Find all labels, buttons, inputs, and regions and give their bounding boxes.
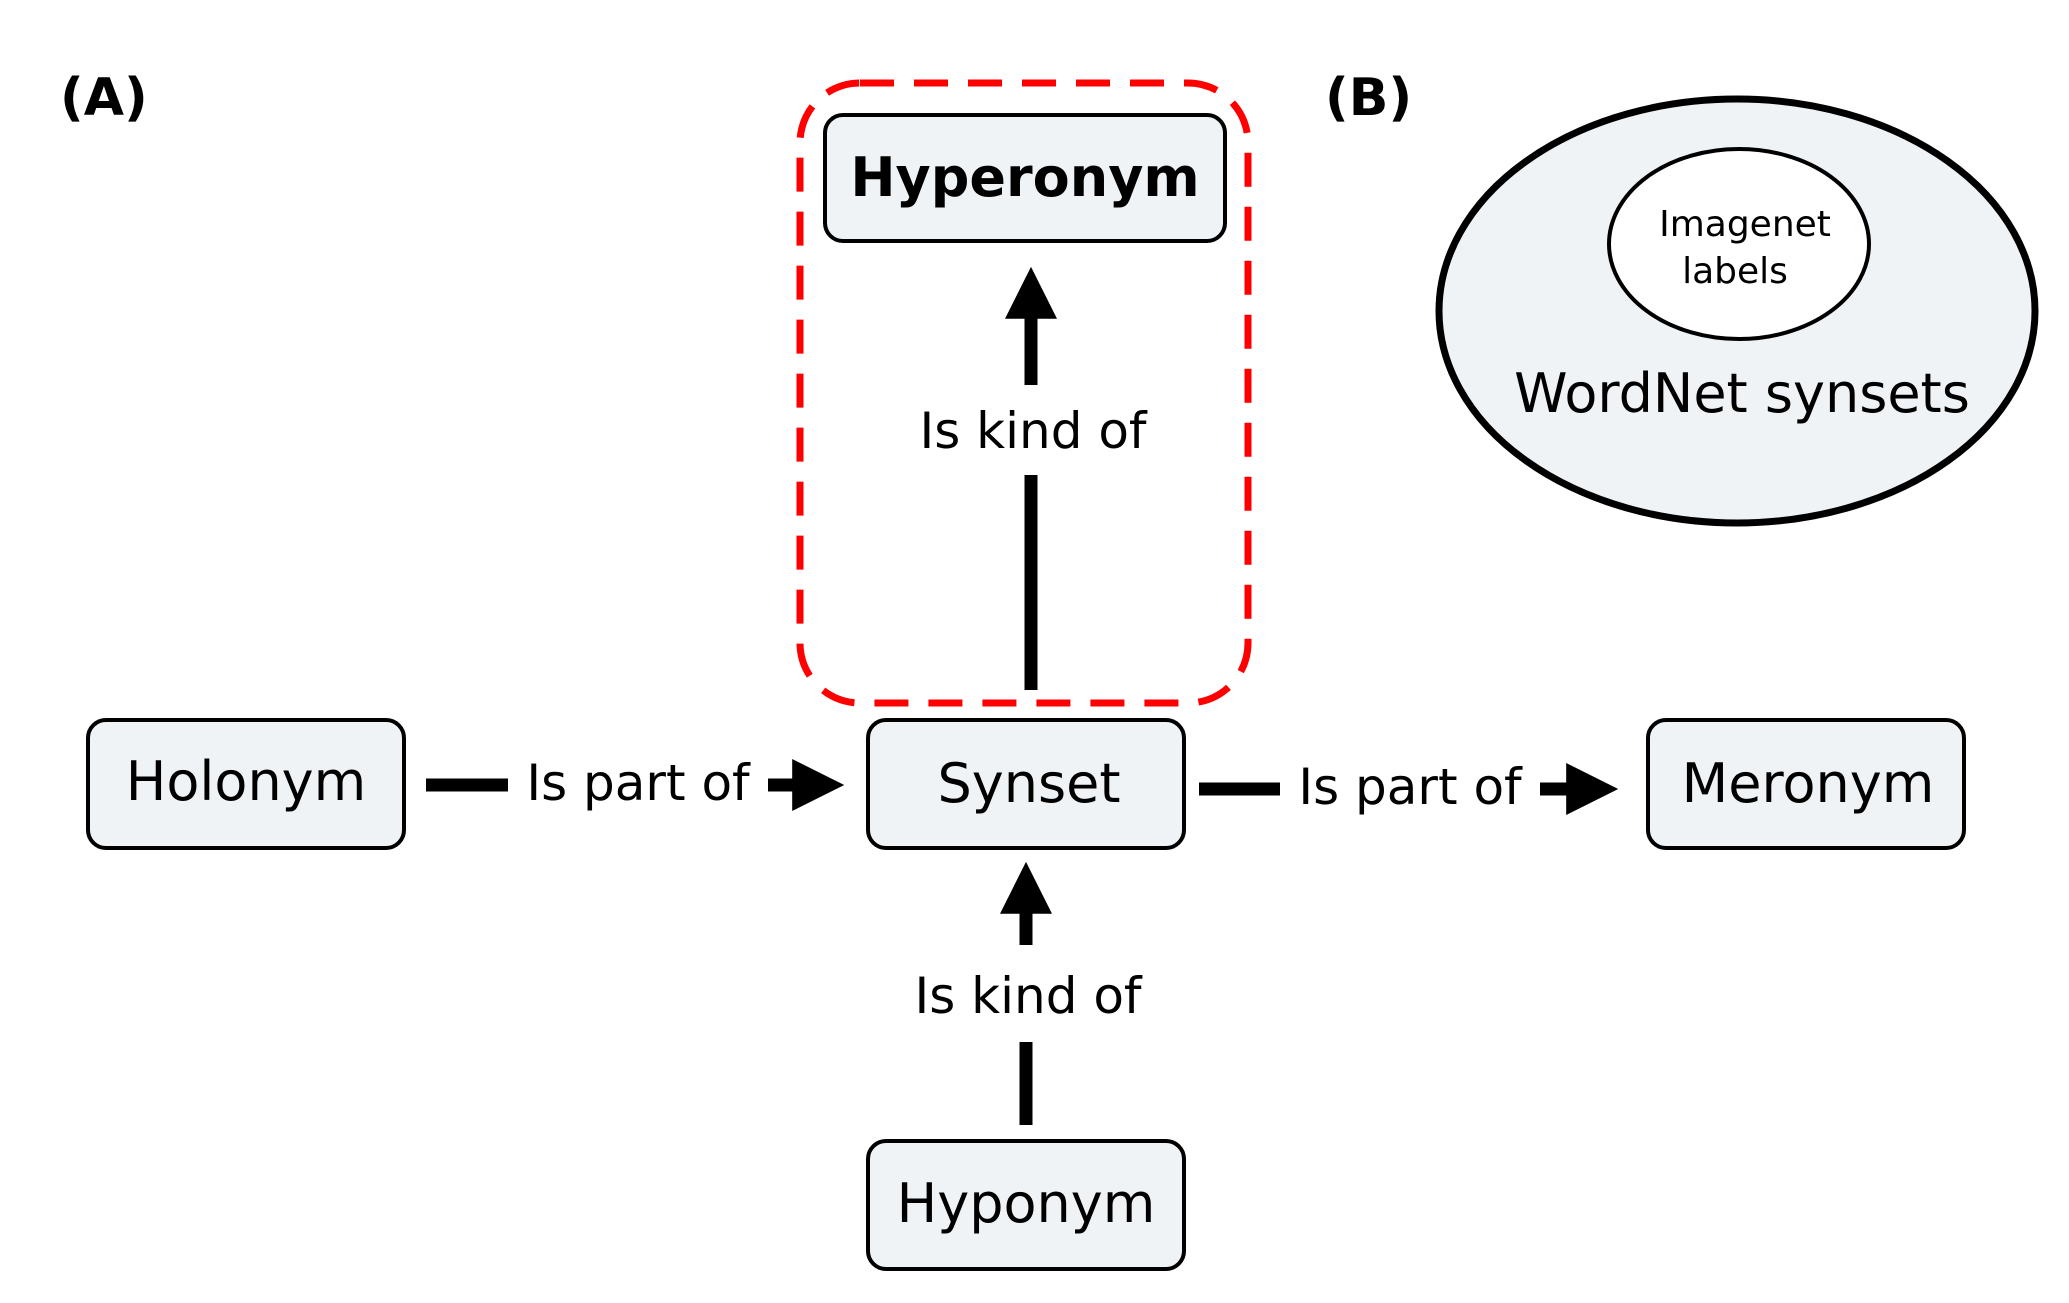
hyponym-node: Hyponym: [866, 1139, 1186, 1271]
panel-b-label: (B): [1325, 68, 1412, 128]
hyponym-label: Hyponym: [897, 1172, 1156, 1235]
hyperonym-highlight-region: [796, 79, 1252, 707]
hyperonym-label: Hyperonym: [850, 146, 1199, 209]
synset-node: Synset: [866, 718, 1186, 850]
imagenet-labels-set: Imagenet labels: [1607, 147, 1871, 341]
imagenet-labels-line2: labels: [1682, 251, 1788, 292]
imagenet-labels-line1: Imagenet: [1659, 204, 1831, 245]
holonym-node: Holonym: [86, 718, 406, 850]
holonym-label: Holonym: [126, 750, 366, 813]
meronym-label: Meronym: [1682, 752, 1935, 815]
meronym-node: Meronym: [1646, 718, 1966, 850]
hyponym-to-synset-label: Is kind of: [914, 967, 1142, 1025]
hyperonym-node: Hyperonym: [823, 113, 1227, 243]
synset-label: Synset: [938, 752, 1121, 815]
panel-a-label: (A): [60, 68, 148, 128]
synset-to-hyperonym-label: Is kind of: [919, 402, 1147, 460]
holonym-to-synset-label: Is part of: [526, 754, 751, 812]
wordnet-synsets-label: WordNet synsets: [1514, 362, 1970, 425]
synset-to-meronym-label: Is part of: [1298, 758, 1523, 816]
